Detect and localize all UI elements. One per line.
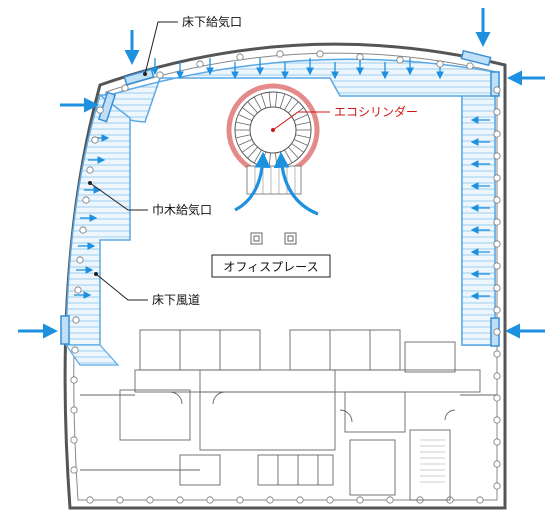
label-baseboard-supply-vent: 巾木給気口	[152, 202, 212, 217]
leader-floor-supply	[144, 21, 178, 75]
column-circle-icon	[493, 130, 501, 138]
duct-flow-arrows	[74, 58, 490, 300]
column-circle-icon	[196, 60, 204, 68]
column-circle-icon	[493, 196, 501, 204]
column-circle-icon	[206, 496, 214, 504]
leader-lines	[89, 21, 178, 301]
arrow-icon	[234, 151, 271, 212]
column-circle-icon	[493, 152, 501, 160]
leader-baseboard	[89, 182, 148, 211]
column-circle-icon	[493, 262, 501, 270]
column-circle-icon	[71, 346, 79, 354]
column-circle-icon	[493, 460, 501, 468]
column-circle-icon	[493, 438, 501, 446]
leader-underfloor	[95, 273, 148, 301]
arrow-icon	[273, 151, 319, 216]
column-circle-icon	[70, 466, 78, 474]
label-underfloor-duct: 床下風道	[152, 293, 200, 307]
office-place-box	[211, 254, 331, 278]
column-circle-icon	[82, 196, 90, 204]
column-circle-icon	[493, 284, 501, 292]
column-circle-icon	[70, 406, 78, 414]
column-circle-icon	[493, 108, 501, 116]
underfloor-duct	[64, 58, 496, 366]
column-circle-icon	[493, 482, 501, 490]
label-eco-cylinder: エコシリンダー	[334, 104, 418, 119]
column-circle-icon	[116, 496, 124, 504]
column-circle-icon	[121, 84, 129, 92]
cylinder-airflow	[234, 151, 319, 216]
column-circle-icon	[86, 166, 94, 174]
column-circle-icon	[276, 50, 284, 58]
center-columns	[250, 232, 297, 245]
column-circle-icon	[70, 376, 78, 384]
column-circle-icon	[493, 328, 501, 336]
column-circle-icon	[236, 496, 244, 504]
column-circle-icon	[493, 350, 501, 358]
column-circle-icon	[466, 62, 474, 70]
column-circle-icon	[316, 50, 324, 58]
column-circle-icon	[326, 496, 334, 504]
label-floor-supply-vent: 床下給気口	[182, 14, 242, 29]
inflow-arrows	[18, 8, 545, 339]
column-circle-icon	[356, 496, 364, 504]
column-circle-icon	[176, 496, 184, 504]
column-circle-icon	[74, 286, 82, 294]
label-office-place: オフィスプレース	[223, 260, 318, 274]
column-circle-icon	[266, 496, 274, 504]
column-circle-icon	[493, 416, 501, 424]
column-circle-icon	[96, 106, 104, 114]
column-circle-icon	[436, 60, 444, 68]
core-plan	[80, 329, 497, 501]
column-circle-icon	[493, 306, 501, 314]
column-circle-icon	[296, 496, 304, 504]
column-circle-icon	[76, 256, 84, 264]
column-circle-icon	[493, 372, 501, 380]
column-circle-icon	[493, 394, 501, 402]
column-circle-icon	[493, 218, 501, 226]
column-circle-icon	[70, 436, 78, 444]
column-circle-icon	[79, 226, 87, 234]
column-circle-icon	[386, 496, 394, 504]
column-circle-icon	[146, 496, 154, 504]
column-circle-icon	[91, 136, 99, 144]
column-circle-icon	[396, 56, 404, 64]
column-circle-icon	[476, 496, 484, 504]
column-circle-icon	[72, 316, 80, 324]
column-circle-icon	[493, 174, 501, 182]
column-circle-icon	[493, 86, 501, 94]
column-circle-icon	[86, 496, 94, 504]
column-circle-icon	[493, 240, 501, 248]
column-circle-icon	[156, 71, 164, 79]
column-circle-icon	[236, 53, 244, 61]
column-circle-icon	[356, 53, 364, 61]
